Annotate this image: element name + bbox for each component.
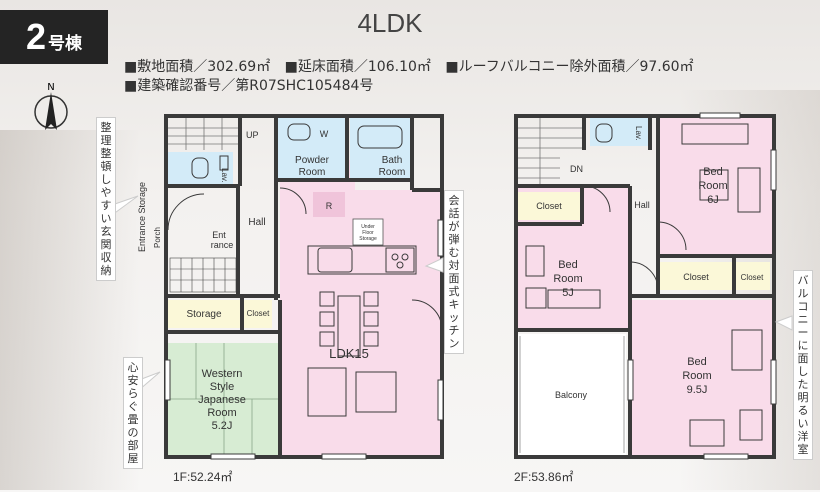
f1-ldk-label: LDK15 — [329, 346, 369, 361]
f2-lav-label: Lav. — [634, 126, 643, 141]
floor-area: ■延床面積／106.10㎡ — [284, 59, 431, 75]
floor1-plan: UP W Powder Room Bath Room Lav. Entrance… — [137, 114, 444, 460]
spec-line-1: ■敷地面積／302.69㎡ ■延床面積／106.10㎡ ■ルーフバルコニー除外面… — [124, 56, 704, 76]
compass-icon: N — [34, 82, 68, 130]
site-area: ■敷地面積／302.69㎡ — [124, 59, 271, 75]
floor2-plan: DN Lav. Closet Hall Bed Room 5J Bed Room… — [514, 112, 777, 460]
f1-powder-label-1: Powder — [295, 155, 330, 166]
floor2-area: 2F:53.86㎡ — [514, 470, 574, 484]
f2-bed6-label-2: Room — [698, 180, 727, 192]
f1-underfloor-label-3: Storage — [359, 236, 377, 242]
f2-bed5-label-2: Room — [553, 273, 582, 285]
f1-entrance-label-1: Ent — [212, 230, 226, 240]
f1-japanese-label-2: Style — [210, 381, 234, 393]
f1-entrance-storage-label: Entrance Storage — [137, 182, 147, 252]
f1-japanese-label-4: Room — [207, 407, 236, 419]
f2-bed95-label-3: 9.5J — [687, 384, 708, 396]
f1-japanese-label-5: 5.2J — [212, 420, 233, 432]
f1-powder-label-2: Room — [299, 167, 326, 178]
callout-entrance: 整理整頓しやすい玄関収納 — [96, 117, 116, 281]
f2-hall-label: Hall — [634, 200, 650, 210]
f1-japanese-label-1: Western — [202, 368, 243, 380]
f1-bath-label-1: Bath — [382, 155, 403, 166]
callout-japanese-room: 心安らぐ畳の部屋 — [123, 357, 143, 469]
f2-bed6-label-1: Bed — [703, 166, 723, 178]
callout-kitchen: 会話が弾む対面式キッチン — [444, 190, 464, 354]
f2-closet-c-label: Closet — [741, 273, 764, 282]
badge-unit: 号棟 — [48, 33, 83, 54]
permit-number: ■建築確認番号／第R07SHC105484号 — [124, 78, 374, 94]
f1-storage-label: Storage — [186, 309, 221, 320]
f2-bed5-label-1: Bed — [558, 259, 578, 271]
floor1-area: 1F:52.24㎡ — [173, 470, 233, 484]
f1-closet-label: Closet — [247, 309, 270, 318]
f1-porch-label: Porch — [153, 227, 162, 248]
balcony-area: ■ルーフバルコニー除外面積／97.60㎡ — [445, 59, 694, 75]
f1-japanese-label-3: Japanese — [198, 394, 246, 406]
f2-closet-a-label: Closet — [536, 201, 562, 211]
f2-balcony-label: Balcony — [555, 390, 588, 400]
f1-hall-label: Hall — [248, 217, 265, 228]
f2-closet-b-label: Closet — [683, 272, 709, 282]
f1-refrigerator-label: R — [326, 201, 333, 211]
f2-bed95-label-1: Bed — [687, 356, 707, 368]
callout-balcony-room: バルコニーに面した明るい洋室 — [793, 270, 813, 460]
f2-bed6-label-3: 6J — [707, 194, 719, 206]
f2-bed5-label-3: 5J — [562, 287, 574, 299]
spec-line-2: ■建築確認番号／第R07SHC105484号 — [124, 75, 383, 95]
compass-label: N — [47, 82, 54, 93]
f1-up-label: UP — [246, 130, 259, 140]
f1-bath-label-2: Room — [379, 167, 406, 178]
f1-w-label: W — [320, 129, 329, 139]
background-shade-left — [0, 130, 140, 490]
f1-entrance-label-2: rance — [211, 240, 234, 250]
f1-underfloor-label-1: Under — [361, 224, 375, 230]
building-number-badge: 2 号棟 — [0, 10, 108, 64]
f1-underfloor-label-2: Floor — [362, 230, 374, 236]
layout-title: 4LDK — [357, 8, 423, 38]
f1-lav-label: Lav. — [220, 168, 229, 183]
f2-dn-label: DN — [570, 164, 583, 174]
f2-bed95-label-2: Room — [682, 370, 711, 382]
badge-number: 2 — [25, 16, 47, 57]
